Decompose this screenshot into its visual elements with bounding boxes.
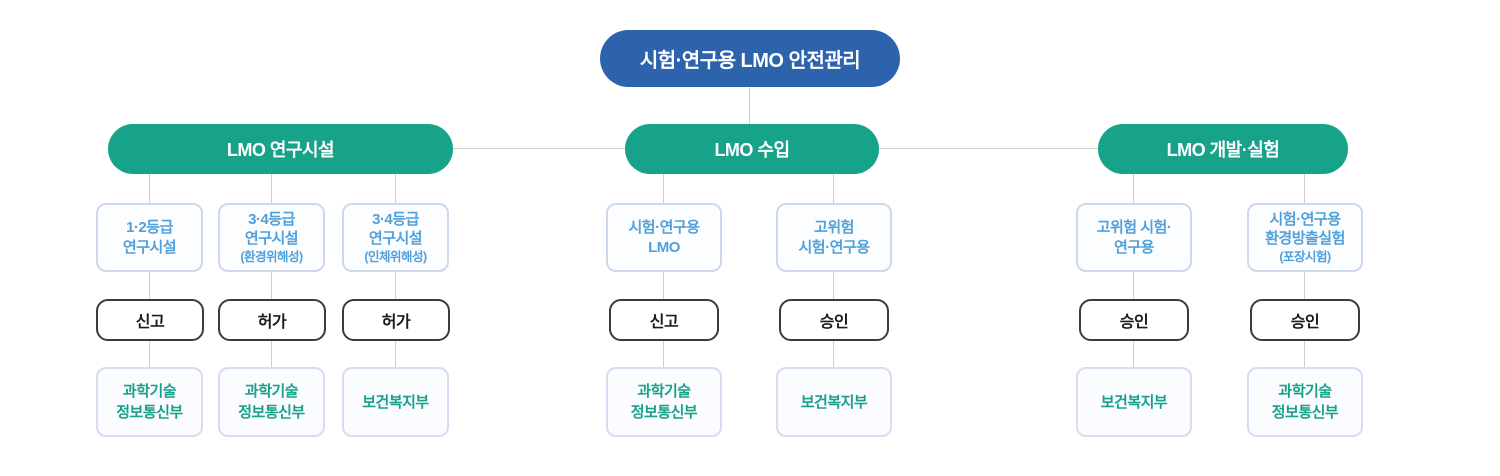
connector-line: [1304, 341, 1305, 367]
target-box: 1·2등급 연구시설: [96, 203, 203, 272]
target-box: 시험·연구용 LMO: [606, 203, 722, 272]
ministry-box: 보건복지부: [342, 367, 449, 437]
connector-line: [1133, 174, 1134, 203]
target-sublabel: (인체위해성): [364, 249, 427, 264]
connector-line: [749, 87, 750, 124]
connector-line: [833, 272, 834, 299]
ministry-box: 과학기술 정보통신부: [218, 367, 325, 437]
action-box: 허가: [218, 299, 326, 341]
ministry-box: 보건복지부: [776, 367, 892, 437]
action-box: 신고: [96, 299, 204, 341]
connector-line: [395, 341, 396, 367]
target-box: 고위험 시험·연구용: [776, 203, 892, 272]
ministry-box: 과학기술 정보통신부: [606, 367, 722, 437]
target-box: 3·4등급 연구시설 (환경위해성): [218, 203, 325, 272]
connector-line: [1304, 272, 1305, 299]
connector-line: [395, 272, 396, 299]
connector-line: [149, 272, 150, 299]
target-label: 3·4등급 연구시설: [368, 210, 423, 248]
ministry-box: 보건복지부: [1076, 367, 1192, 437]
connector-line: [149, 174, 150, 203]
connector-line: [663, 174, 664, 203]
ministry-box: 과학기술 정보통신부: [96, 367, 203, 437]
action-box: 신고: [609, 299, 719, 341]
connector-line: [453, 148, 625, 149]
group-node-development-experiment: LMO 개발·실험: [1098, 124, 1348, 174]
connector-line: [1133, 272, 1134, 299]
target-sublabel: (포장시험): [1279, 249, 1331, 264]
connector-line: [149, 341, 150, 367]
group-node-import: LMO 수입: [625, 124, 879, 174]
connector-line: [271, 174, 272, 203]
target-label: 1·2등급 연구시설: [122, 219, 177, 256]
target-label: 고위험 시험· 연구용: [1096, 219, 1172, 256]
target-sublabel: (환경위해성): [240, 249, 303, 264]
connector-line: [1133, 341, 1134, 367]
connector-line: [879, 148, 1098, 149]
target-label: 고위험 시험·연구용: [798, 219, 871, 256]
target-box: 시험·연구용 환경방출실험 (포장시험): [1247, 203, 1363, 272]
group-node-research-facility: LMO 연구시설: [108, 124, 453, 174]
connector-line: [395, 174, 396, 203]
connector-line: [271, 341, 272, 367]
action-box: 승인: [779, 299, 889, 341]
target-label: 시험·연구용 LMO: [628, 219, 701, 256]
action-box: 승인: [1250, 299, 1360, 341]
target-box: 3·4등급 연구시설 (인체위해성): [342, 203, 449, 272]
connector-line: [833, 174, 834, 203]
target-label: 시험·연구용 환경방출실험: [1265, 210, 1345, 248]
action-box: 허가: [342, 299, 450, 341]
target-box: 고위험 시험· 연구용: [1076, 203, 1192, 272]
action-box: 승인: [1079, 299, 1189, 341]
connector-line: [663, 341, 664, 367]
connector-line: [1304, 174, 1305, 203]
ministry-box: 과학기술 정보통신부: [1247, 367, 1363, 437]
connector-line: [833, 341, 834, 367]
connector-line: [271, 272, 272, 299]
connector-line: [663, 272, 664, 299]
target-label: 3·4등급 연구시설: [244, 210, 299, 248]
root-node: 시험·연구용 LMO 안전관리: [600, 30, 900, 87]
